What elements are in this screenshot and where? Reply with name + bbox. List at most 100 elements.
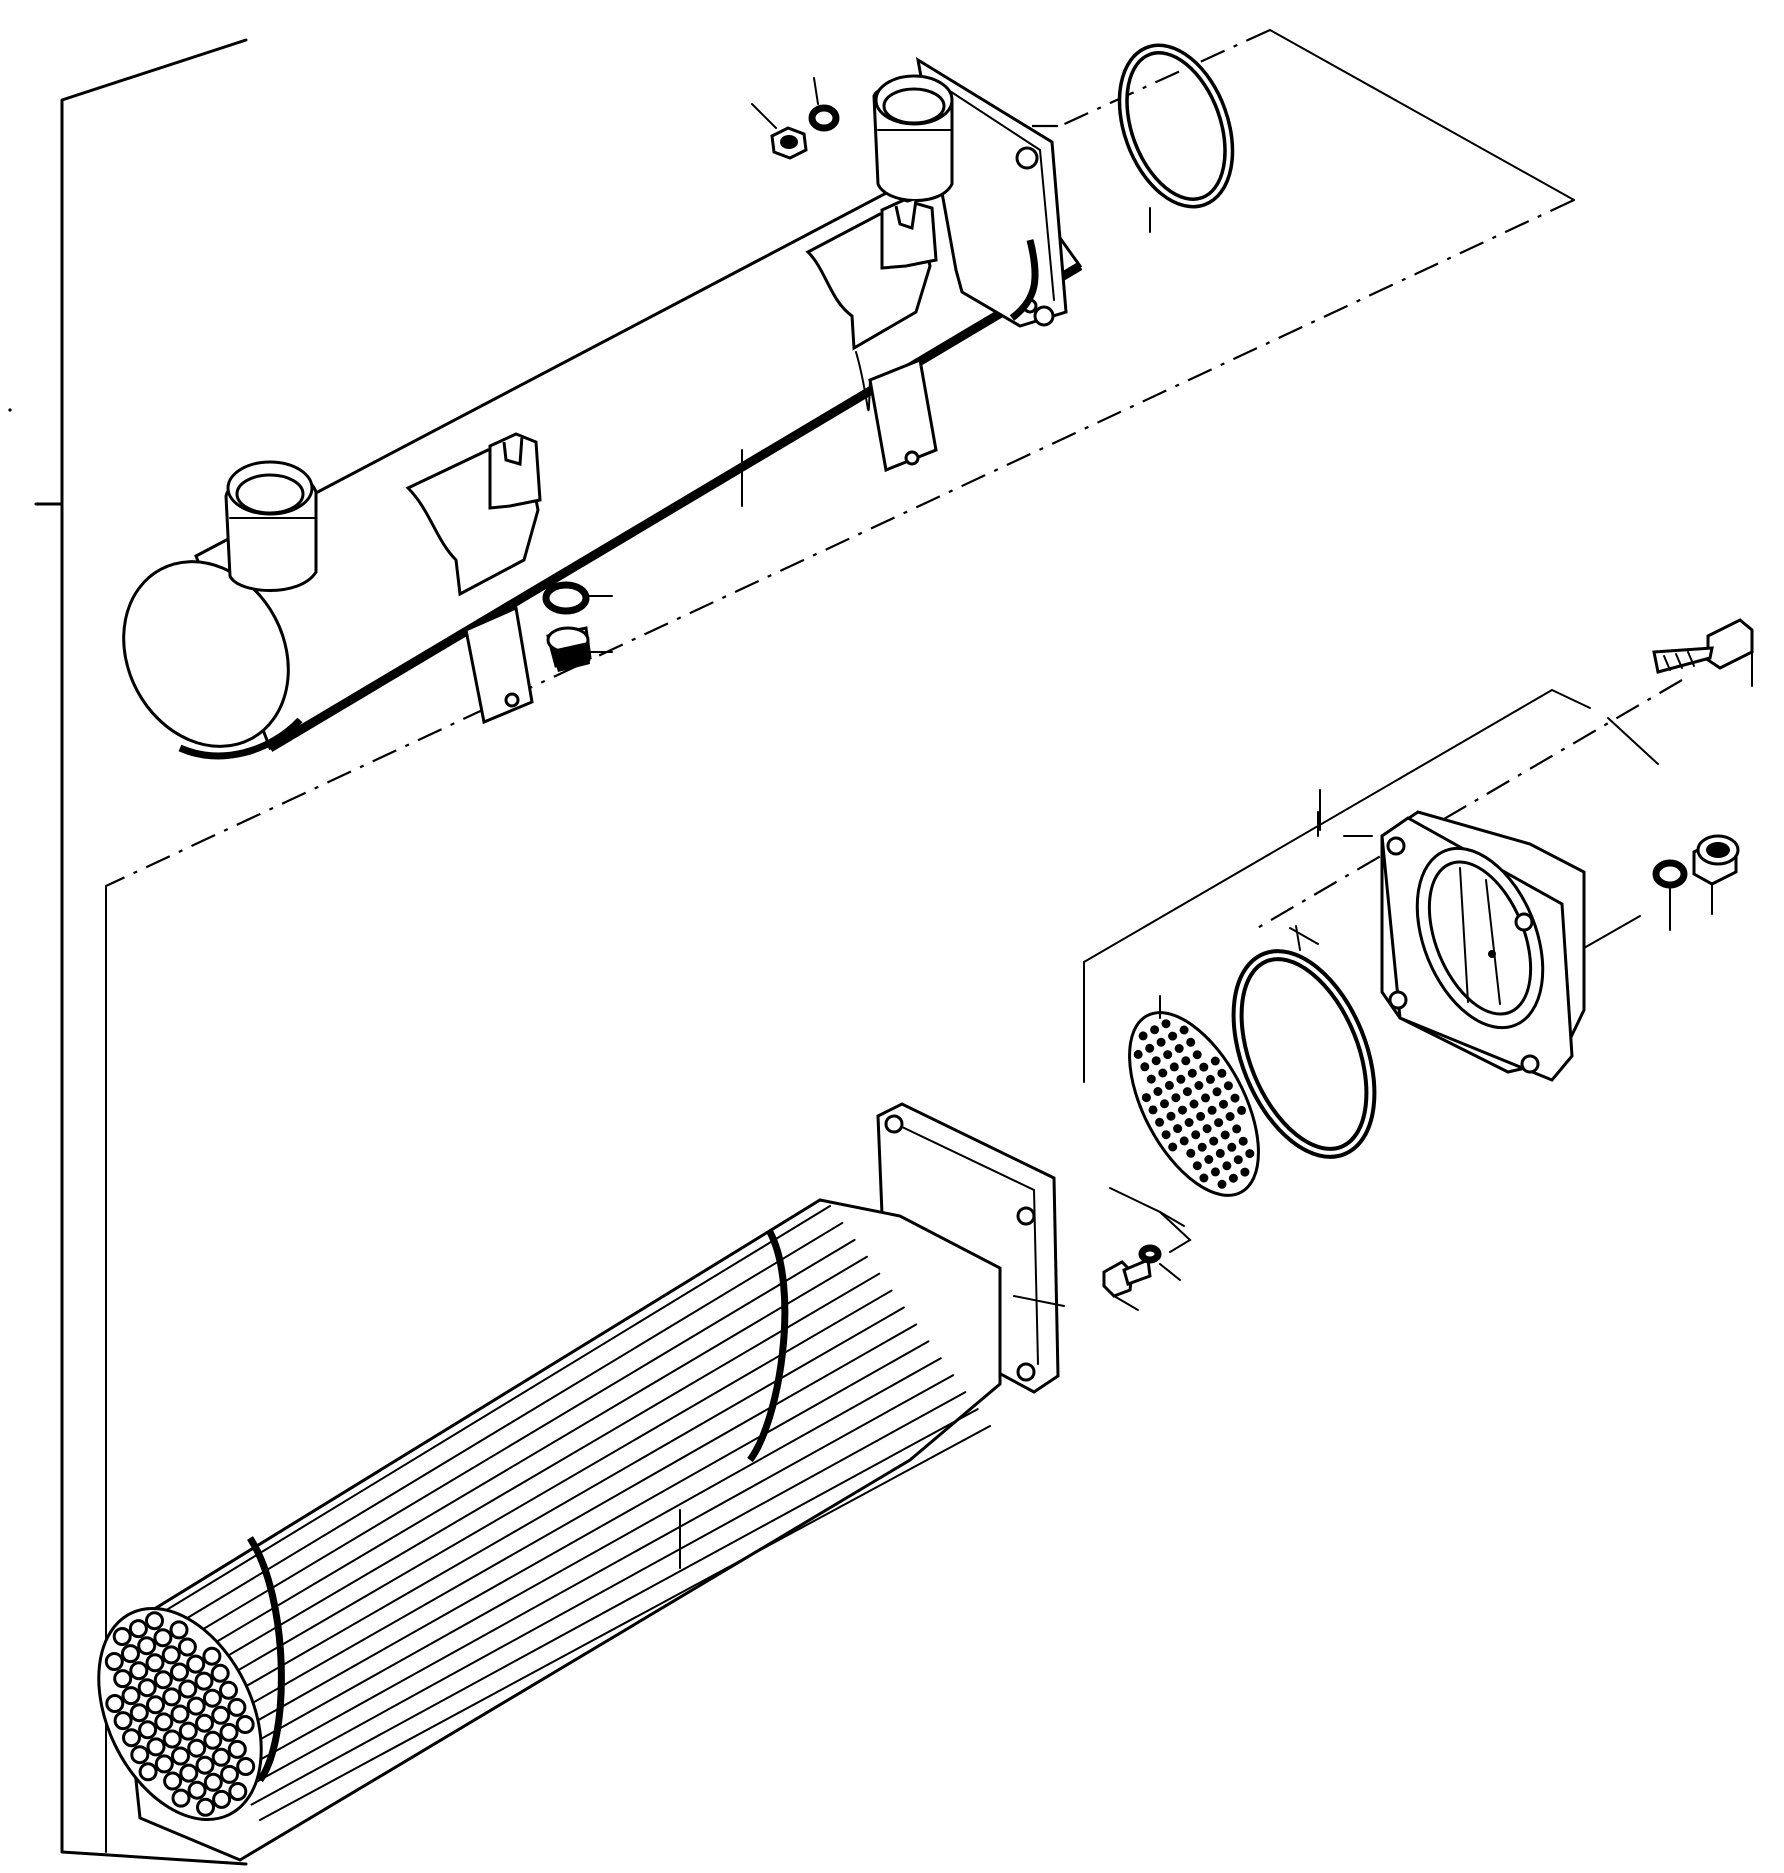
drain-plug[interactable]: [546, 626, 613, 672]
hole-mark: [1166, 1111, 1176, 1121]
tube-bundle[interactable]: [66, 1102, 1065, 1862]
hole-mark: [1222, 1161, 1232, 1171]
tube-end: [196, 1797, 215, 1817]
tube-end: [202, 1646, 222, 1666]
tube-line: [182, 1272, 881, 1683]
hole-mark: [1204, 1155, 1214, 1164]
tube-end: [211, 1705, 231, 1725]
drain-plug[interactable]: [1692, 834, 1740, 915]
hole-mark: [1187, 1068, 1197, 1078]
tube-end: [154, 1754, 174, 1774]
hole-mark: [1225, 1112, 1235, 1121]
hole-mark: [1210, 1167, 1220, 1177]
hole-mark: [1150, 1025, 1160, 1035]
tube-end: [203, 1730, 223, 1750]
o-ring-large[interactable]: [1104, 34, 1249, 233]
hole-mark: [1173, 1124, 1183, 1134]
hole-mark: [1161, 1130, 1171, 1140]
tube-end: [194, 1671, 214, 1691]
tube-end: [220, 1764, 239, 1784]
washer[interactable]: [1652, 859, 1688, 931]
tube-end: [235, 1715, 255, 1734]
hole-mark: [1174, 1044, 1184, 1053]
hole-mark: [1176, 1074, 1186, 1084]
tube-end: [153, 1628, 173, 1648]
hole-mark: [1194, 1081, 1204, 1090]
tube-end: [186, 1654, 206, 1674]
washer[interactable]: [542, 581, 613, 615]
tube-end: [163, 1771, 183, 1791]
tube-line: [216, 1340, 930, 1745]
tube-end: [154, 1712, 174, 1732]
tube-end: [171, 1788, 191, 1808]
hole-mark: [1133, 1049, 1143, 1059]
shell-group-leaders: [105, 28, 1575, 1853]
tube-end: [153, 1670, 173, 1690]
tube-end: [179, 1763, 199, 1783]
tube-line: [165, 1238, 856, 1652]
tube-end: [128, 1619, 148, 1639]
tube-line: [199, 1306, 905, 1714]
assembly-bracket: [8, 38, 248, 1866]
tube-end: [210, 1663, 230, 1683]
tube-line: [149, 1205, 831, 1621]
hole-mark: [1223, 1081, 1233, 1091]
hole-mark: [1155, 1117, 1165, 1127]
hole-mark: [1178, 1105, 1187, 1115]
tube-line: [191, 1289, 893, 1698]
hole-mark: [1160, 1099, 1169, 1109]
hole-mark: [1168, 1031, 1178, 1041]
hole-mark: [1199, 1173, 1209, 1183]
tube-end: [146, 1695, 165, 1715]
tube-end: [138, 1762, 158, 1782]
tube-end: [129, 1703, 149, 1723]
tube-end: [105, 1694, 125, 1713]
bolt[interactable]: [1102, 1257, 1152, 1311]
tube-end: [171, 1746, 190, 1766]
baffle-plate[interactable]: [1103, 992, 1285, 1216]
baffle-leaders: [1109, 1187, 1192, 1253]
hole-mark: [1186, 1148, 1196, 1158]
hole-mark: [1205, 1074, 1215, 1084]
hole-mark: [1189, 1099, 1199, 1109]
hole-mark: [1179, 1136, 1189, 1146]
o-ring-small[interactable]: [1211, 925, 1396, 1172]
hole-mark: [1202, 1124, 1212, 1134]
tube-end: [178, 1721, 198, 1741]
nut[interactable]: [751, 103, 808, 160]
tube-end: [187, 1780, 207, 1800]
washer[interactable]: [808, 77, 840, 132]
tube-end: [187, 1738, 207, 1758]
hole-mark: [1207, 1105, 1217, 1115]
bolt[interactable]: [1652, 618, 1754, 687]
tube-end: [177, 1637, 197, 1657]
hole-mark: [1217, 1068, 1227, 1078]
cooler-shell[interactable]: [92, 56, 1083, 775]
hole-mark: [1220, 1130, 1230, 1140]
tube-end: [121, 1644, 140, 1664]
tube-end: [113, 1711, 133, 1731]
tube-end: [137, 1636, 157, 1656]
hole-mark: [1219, 1099, 1228, 1109]
hole-mark: [1240, 1167, 1250, 1177]
hole-mark: [1238, 1136, 1248, 1146]
washer[interactable]: [1138, 1244, 1181, 1281]
hole-mark: [1192, 1050, 1202, 1060]
hole-mark: [1179, 1025, 1189, 1035]
tube-end: [219, 1722, 239, 1742]
tube-end: [129, 1661, 149, 1681]
tube-end: [212, 1789, 232, 1809]
tube-line: [242, 1391, 967, 1791]
tube-end: [112, 1627, 132, 1646]
hole-mark: [1153, 1087, 1163, 1096]
hole-mark: [1148, 1105, 1158, 1115]
tube-line: [157, 1221, 844, 1637]
hole-mark: [1217, 1179, 1227, 1189]
tube-end: [211, 1747, 231, 1767]
tube-end: [227, 1697, 247, 1717]
hole-mark: [1230, 1093, 1240, 1103]
hole-mark: [1232, 1124, 1242, 1134]
tube-end: [186, 1696, 206, 1716]
end-cover[interactable]: [1380, 810, 1586, 1082]
